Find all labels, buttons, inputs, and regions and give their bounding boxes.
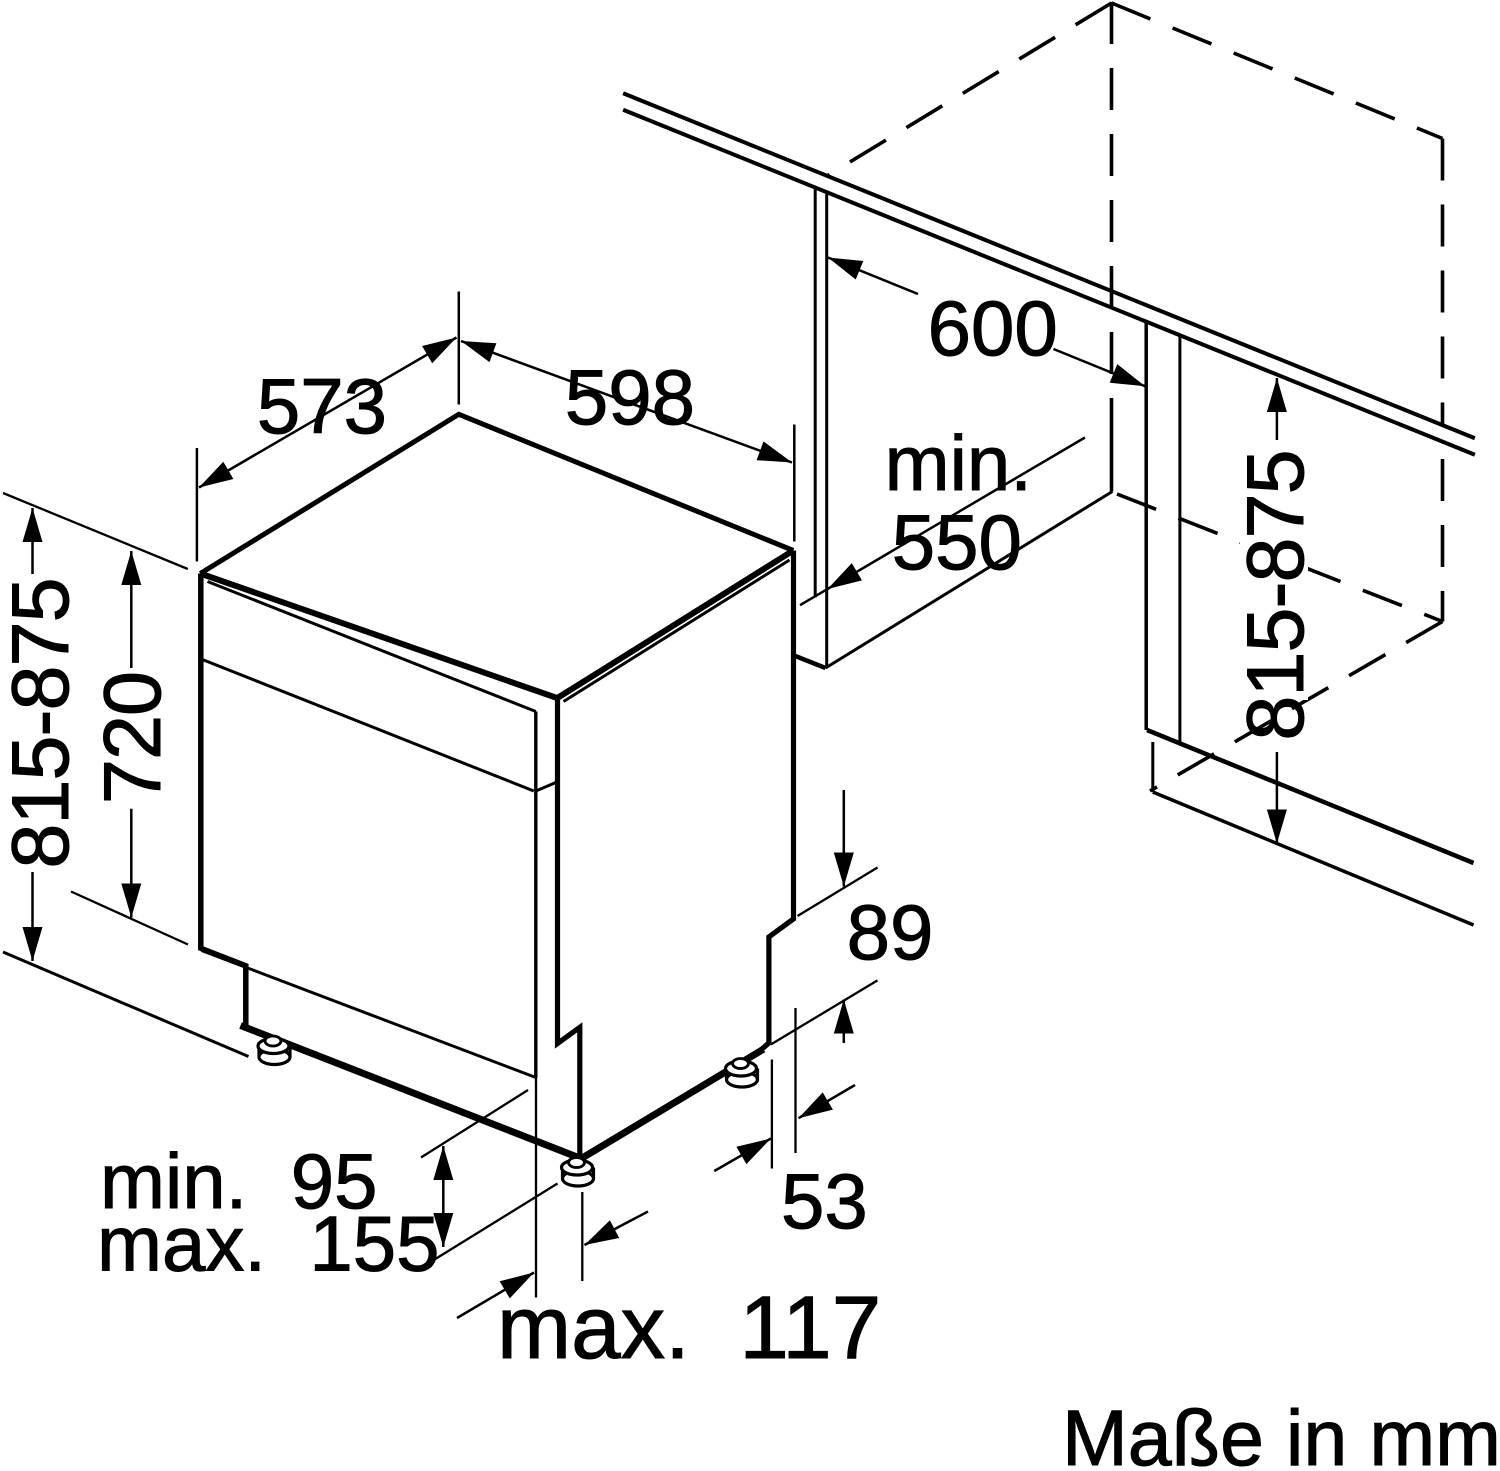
svg-text:min. 95: min. 95: [100, 1137, 377, 1225]
svg-text:89: 89: [847, 888, 934, 976]
svg-text:815-875: 815-875: [1231, 450, 1321, 740]
svg-text:min.: min.: [885, 419, 1032, 507]
svg-text:53: 53: [781, 1157, 868, 1245]
svg-text:573: 573: [257, 362, 387, 450]
svg-text:600: 600: [928, 284, 1058, 372]
svg-text:Maße in mm: Maße in mm: [1062, 1393, 1500, 1471]
svg-text:max. 155: max. 155: [97, 1200, 440, 1288]
svg-text:598: 598: [565, 353, 695, 441]
svg-text:max. 117: max. 117: [497, 1277, 881, 1377]
svg-text:720: 720: [88, 672, 178, 804]
svg-text:815-875: 815-875: [0, 578, 86, 868]
svg-text:550: 550: [892, 498, 1022, 586]
